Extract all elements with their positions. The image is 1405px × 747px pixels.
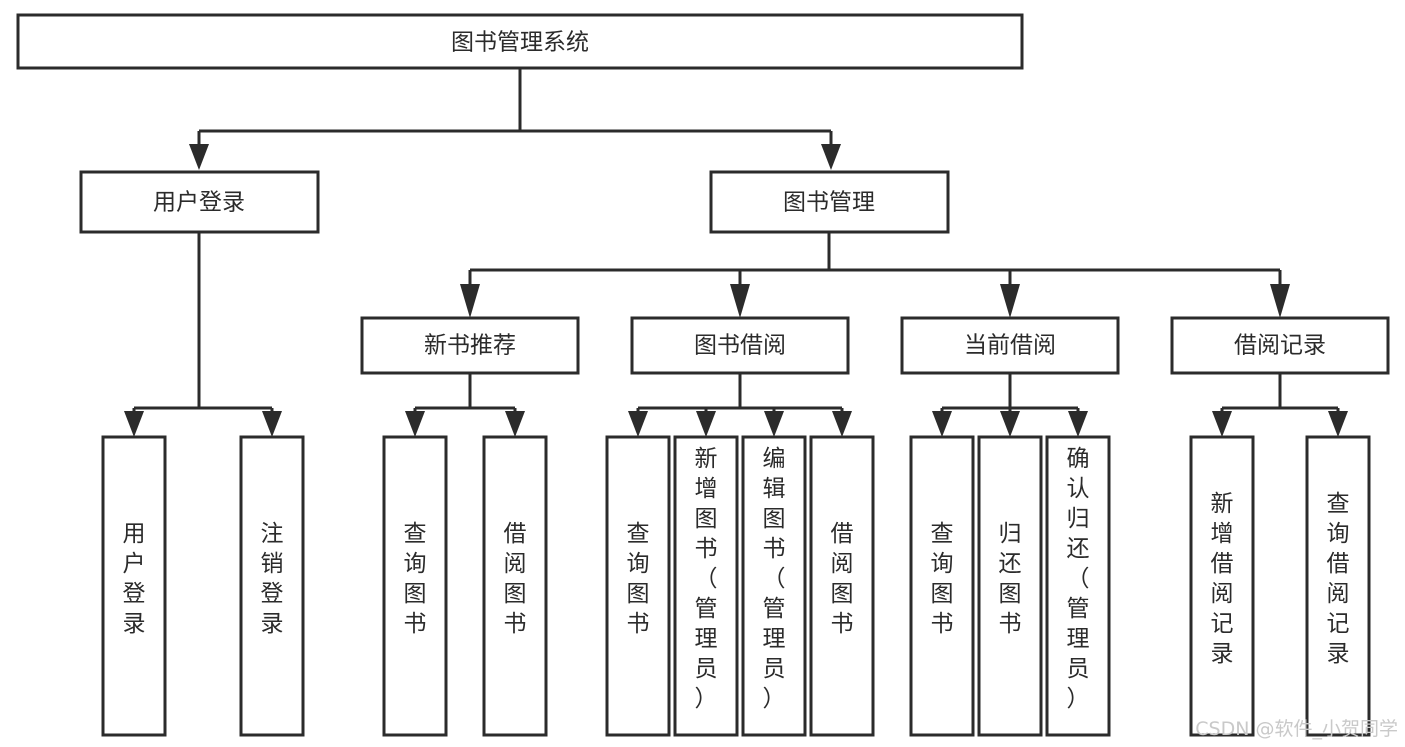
arrowhead-leaf-query-book-3 (932, 411, 952, 437)
csdn-watermark: CSDN @软件_小贺同学 (1195, 718, 1398, 740)
node-root-label: 图书管理系统 (451, 30, 589, 56)
node-book-management-label: 图书管理 (783, 190, 875, 216)
arrowhead-leaf-query-record (1328, 411, 1348, 437)
arrowhead-book-management (821, 144, 841, 170)
leaf-query-record-label: 查询借阅记录 (1327, 491, 1350, 667)
leaf-query-record[interactable]: 查询借阅记录 (1305, 435, 1371, 737)
leaf-return-book-box[interactable] (977, 435, 1043, 737)
node-book-management[interactable]: 图书管理 (709, 170, 950, 234)
leaf-logout-login-label: 注销登录 (261, 521, 284, 637)
leaf-user-login-label: 用户登录 (123, 521, 146, 637)
arrowhead-leaf-borrow-book-2 (832, 411, 852, 437)
arrowhead-leaf-query-book-1 (405, 411, 425, 437)
connector-current-borrow-to-leaves (932, 373, 1088, 437)
leaf-query-book-3[interactable]: 查询图书 (909, 435, 975, 737)
node-new-book-recommend-box[interactable] (360, 316, 580, 375)
node-book-borrow-label: 图书借阅 (694, 333, 786, 359)
leaf-add-book-label: 新增图书（管理员） (695, 446, 718, 712)
node-borrow-record-label: 借阅记录 (1234, 333, 1326, 359)
leaf-query-book-2-label: 查询图书 (627, 521, 650, 637)
leaf-query-book-1[interactable]: 查询图书 (382, 435, 448, 737)
leaf-add-record[interactable]: 新增借阅记录 (1189, 435, 1255, 737)
connector-borrow-record-to-leaves (1212, 373, 1348, 437)
arrowhead-borrow-record (1270, 284, 1290, 318)
arrowhead-leaf-add-book (696, 411, 716, 437)
leaf-add-record-label: 新增借阅记录 (1211, 491, 1234, 667)
connector-book-management-to-level2 (460, 232, 1290, 318)
node-current-borrow[interactable]: 当前借阅 (900, 316, 1120, 375)
leaf-edit-book-label: 编辑图书（管理员） (763, 446, 786, 712)
arrowhead-leaf-edit-book (764, 411, 784, 437)
node-book-management-box[interactable] (709, 170, 950, 234)
node-book-borrow-box[interactable] (630, 316, 850, 375)
node-new-book-recommend-label: 新书推荐 (424, 333, 516, 359)
connector-book-borrow-to-leaves (628, 373, 852, 437)
node-current-borrow-label: 当前借阅 (964, 333, 1056, 359)
leaf-borrow-book-1-label: 借阅图书 (504, 521, 527, 637)
leaf-borrow-book-2-label: 借阅图书 (831, 521, 854, 637)
node-book-borrow[interactable]: 图书借阅 (630, 316, 850, 375)
arrowhead-leaf-user-login (124, 411, 144, 437)
arrowhead-leaf-query-book-2 (628, 411, 648, 437)
leaf-borrow-book-2-box[interactable] (809, 435, 875, 737)
node-user-login-label: 用户登录 (153, 190, 245, 216)
connector-user-login-to-leaves (124, 232, 282, 437)
node-user-login[interactable]: 用户登录 (79, 170, 320, 234)
leaf-add-book-box[interactable] (673, 435, 739, 737)
node-borrow-record-box[interactable] (1170, 316, 1390, 375)
arrowhead-leaf-return-book (1000, 411, 1020, 437)
arrowhead-leaf-logout (262, 411, 282, 437)
leaf-query-book-1-label: 查询图书 (404, 521, 427, 637)
leaf-edit-book-box[interactable] (741, 435, 807, 737)
arrowhead-leaf-confirm-return (1068, 411, 1088, 437)
node-root[interactable]: 图书管理系统 (16, 13, 1024, 70)
leaf-return-book[interactable]: 归还图书 (977, 435, 1043, 737)
leaf-query-book-3-box[interactable] (909, 435, 975, 737)
node-borrow-record[interactable]: 借阅记录 (1170, 316, 1390, 375)
leaf-confirm-return-box[interactable] (1045, 435, 1111, 737)
leaf-query-record-box[interactable] (1305, 435, 1371, 737)
arrowhead-book-borrow (730, 284, 750, 318)
leaf-borrow-book-2[interactable]: 借阅图书 (809, 435, 875, 737)
leaf-query-book-3-label: 查询图书 (931, 521, 954, 637)
leaf-logout-login[interactable]: 注销登录 (239, 435, 305, 737)
arrowhead-new-book-recommend (460, 284, 480, 318)
leaf-user-login[interactable]: 用户登录 (101, 435, 167, 737)
connector-root-to-level1 (189, 68, 841, 170)
leaf-logout-login-box[interactable] (239, 435, 305, 737)
leaf-query-book-2[interactable]: 查询图书 (605, 435, 671, 737)
leaf-confirm-return-label: 确认归还（管理员） (1067, 446, 1090, 712)
leaf-borrow-book-1[interactable]: 借阅图书 (482, 435, 548, 737)
leaf-edit-book[interactable]: 编辑图书（管理员） (741, 435, 807, 737)
leaf-return-book-label: 归还图书 (999, 521, 1022, 637)
arrowhead-user-login (189, 144, 209, 170)
arrowhead-leaf-add-record (1212, 411, 1232, 437)
leaf-add-record-box[interactable] (1189, 435, 1255, 737)
leaf-user-login-box[interactable] (101, 435, 167, 737)
arrowhead-current-borrow (1000, 284, 1020, 318)
leaf-add-book[interactable]: 新增图书（管理员） (673, 435, 739, 737)
arrowhead-leaf-borrow-book-1 (505, 411, 525, 437)
leaf-query-book-2-box[interactable] (605, 435, 671, 737)
node-current-borrow-box[interactable] (900, 316, 1120, 375)
leaf-confirm-return[interactable]: 确认归还（管理员） (1045, 435, 1111, 737)
leaf-borrow-book-1-box[interactable] (482, 435, 548, 737)
node-new-book-recommend[interactable]: 新书推荐 (360, 316, 580, 375)
node-root-box[interactable] (16, 13, 1024, 70)
leaf-query-book-1-box[interactable] (382, 435, 448, 737)
connector-new-book-recommend-to-leaves (405, 373, 525, 437)
